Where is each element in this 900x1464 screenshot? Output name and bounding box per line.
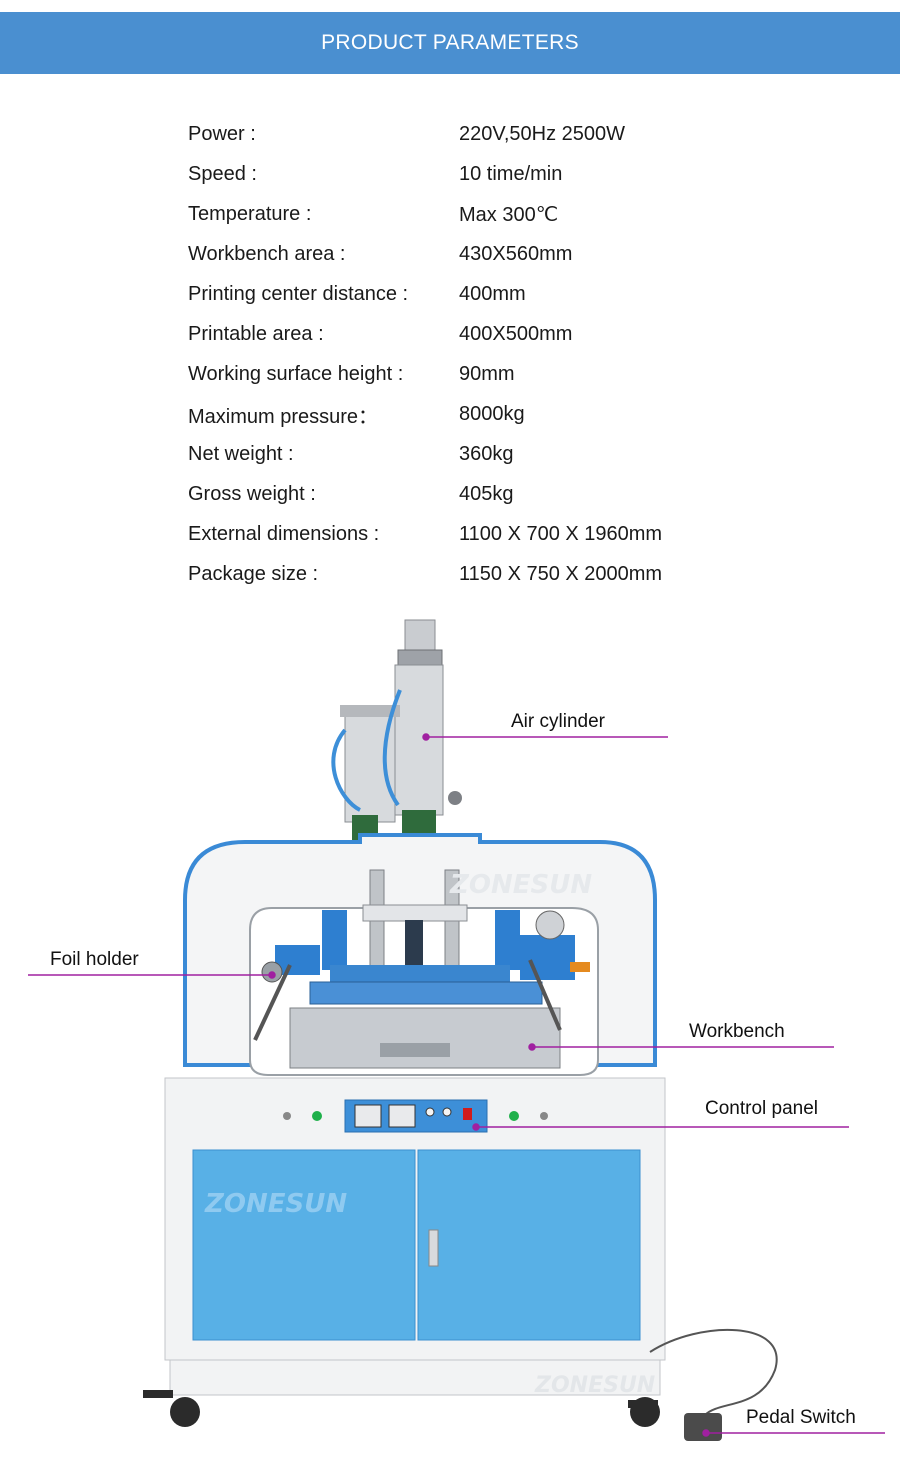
parameter-table: Power : 220V,50Hz 2500W Speed : 10 time/mi…	[188, 114, 788, 594]
machine-illustration: ZONESUN ZONESUN ZONESUN	[28, 619, 885, 1441]
param-label: Maximum pressure：	[188, 405, 379, 428]
param-value: 360kg	[459, 442, 514, 465]
param-label: Printable area :	[188, 322, 324, 345]
param-label: External dimensions :	[188, 522, 380, 545]
callout-pedal-switch: Pedal Switch	[746, 1407, 856, 1428]
param-value: 90mm	[459, 362, 515, 385]
pedal-switch	[649, 1328, 778, 1441]
callout-lines	[28, 733, 885, 1437]
header-banner: PRODUCT PARAMETERS	[0, 12, 900, 74]
param-label: Workbench area :	[188, 242, 346, 265]
param-row: Speed : 10 time/min	[188, 154, 788, 194]
air-cylinder	[331, 619, 462, 843]
param-value: 10 time/min	[459, 162, 563, 185]
param-value: 430X560mm	[459, 242, 573, 265]
caster-wheels	[143, 1390, 660, 1427]
foil-holder	[253, 910, 590, 1041]
watermark: ZONESUN	[449, 870, 592, 900]
callout-air-cylinder: Air cylinder	[511, 711, 605, 732]
param-value: 220V,50Hz 2500W	[459, 122, 626, 145]
param-label: Net weight :	[188, 442, 294, 465]
param-row: Temperature : Max 300℃	[188, 194, 788, 234]
param-label: Speed :	[188, 162, 257, 185]
param-value: 405kg	[459, 482, 514, 505]
param-row: Printable area : 400X500mm	[188, 314, 788, 354]
param-label: Working surface height :	[188, 362, 404, 385]
param-row: Package size : 1150 X 750 X 2000mm	[188, 554, 788, 594]
param-row: Maximum pressure： 8000kg	[188, 394, 788, 434]
param-row: Net weight : 360kg	[188, 434, 788, 474]
param-value: Max 300℃	[459, 203, 559, 226]
callout-workbench: Workbench	[689, 1021, 785, 1042]
param-row: Printing center distance : 400mm	[188, 274, 788, 314]
param-row: Gross weight : 405kg	[188, 474, 788, 514]
param-label: Package size :	[188, 562, 319, 585]
param-label: Power :	[188, 122, 256, 145]
callout-control-panel: Control panel	[705, 1098, 819, 1119]
control-panel	[283, 1099, 548, 1133]
param-row: Working surface height : 90mm	[188, 354, 788, 394]
param-label: Printing center distance :	[188, 282, 409, 305]
param-row: Power : 220V,50Hz 2500W	[188, 114, 788, 154]
param-value: 400X500mm	[459, 322, 573, 345]
watermark: ZONESUN	[534, 1373, 655, 1398]
param-value: 1100 X 700 X 1960mm	[459, 522, 663, 545]
watermark: ZONESUN	[204, 1189, 347, 1219]
param-row: Workbench area : 430X560mm	[188, 234, 788, 274]
param-value: 400mm	[459, 282, 526, 305]
param-label: Gross weight :	[188, 482, 316, 505]
callout-foil-holder: Foil holder	[50, 949, 139, 970]
param-label: Temperature :	[188, 202, 312, 225]
param-value: 8000kg	[459, 402, 525, 425]
param-value: 1150 X 750 X 2000mm	[459, 562, 663, 585]
press-head	[289, 869, 561, 1069]
cabinet	[164, 1077, 666, 1396]
param-row: External dimensions : 1100 X 700 X 1960mm	[188, 514, 788, 554]
page-title: PRODUCT PARAMETERS	[321, 31, 579, 54]
